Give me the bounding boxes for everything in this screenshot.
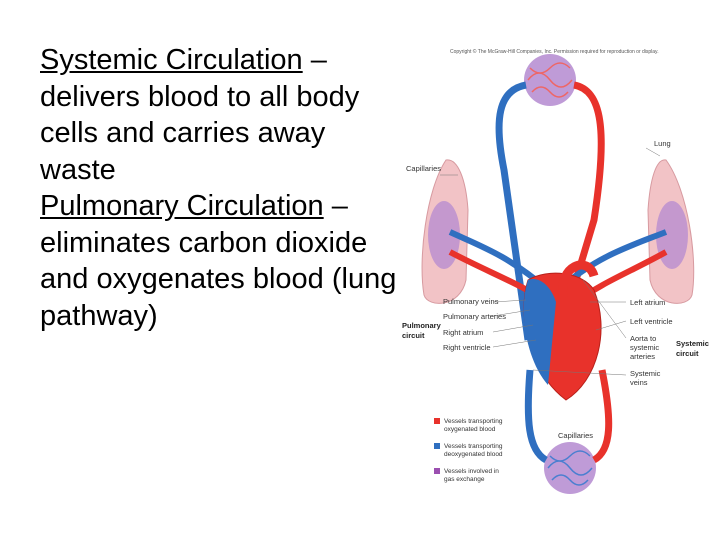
- systemic-artery-upper: [574, 85, 601, 280]
- label-capillaries-bottom: Capillaries: [558, 431, 593, 440]
- legend: Vessels transporting oxygenated blood Ve…: [434, 418, 503, 483]
- systemic-artery-lower: [594, 370, 609, 460]
- label-right-atrium: Right atrium: [443, 328, 483, 337]
- label-right-ventricle: Right ventricle: [443, 343, 491, 352]
- legend-oxygenated-line1: Vessels transporting: [444, 418, 503, 425]
- label-lung: Lung: [654, 139, 671, 148]
- label-left-ventricle: Left ventricle: [630, 317, 673, 326]
- label-aorta-1: Aorta to: [630, 334, 656, 343]
- legend-gas-exchange-line1: Vessels involved in: [444, 468, 499, 475]
- label-pulmonary-veins: Pulmonary veins: [443, 297, 499, 306]
- label-pulmonary-circuit-2: circuit: [402, 331, 425, 340]
- pulmonary-circulation-term: Pulmonary Circulation: [40, 190, 324, 222]
- label-aorta-3: arteries: [630, 352, 655, 361]
- systemic-circulation-term: Systemic Circulation: [40, 44, 303, 76]
- circulation-diagram-svg: Copyright © The McGraw-Hill Companies, I…: [398, 40, 720, 500]
- label-capillaries-top: Capillaries: [406, 164, 441, 173]
- label-left-atrium: Left atrium: [630, 298, 665, 307]
- slide-text: Systemic Circulation – delivers blood to…: [40, 42, 400, 334]
- circulation-diagram: Copyright © The McGraw-Hill Companies, I…: [398, 40, 720, 500]
- label-systemic-veins-1: Systemic: [630, 369, 661, 378]
- legend-oxygenated-line2: oxygenated blood: [444, 426, 496, 433]
- label-pulmonary-arteries: Pulmonary arteries: [443, 312, 506, 321]
- label-pulmonary-circuit-1: Pulmonary: [402, 321, 442, 330]
- legend-deoxygenated-line1: Vessels transporting: [444, 443, 503, 450]
- label-systemic-circuit-2: circuit: [676, 349, 699, 358]
- legend-deoxygenated-line2: deoxygenated blood: [444, 451, 503, 458]
- legend-gas-exchange-line2: gas exchange: [444, 476, 485, 483]
- label-systemic-veins-2: veins: [630, 378, 648, 387]
- legend-swatch-deoxygenated: [434, 443, 440, 449]
- label-aorta-2: systemic: [630, 343, 659, 352]
- systemic-vein-upper: [499, 85, 528, 340]
- label-systemic-circuit-1: Systemic: [676, 339, 709, 348]
- legend-swatch-oxygenated: [434, 418, 440, 424]
- legend-swatch-gas-exchange: [434, 468, 440, 474]
- systemic-vein-lower: [528, 370, 546, 460]
- copyright-text: Copyright © The McGraw-Hill Companies, I…: [450, 48, 659, 55]
